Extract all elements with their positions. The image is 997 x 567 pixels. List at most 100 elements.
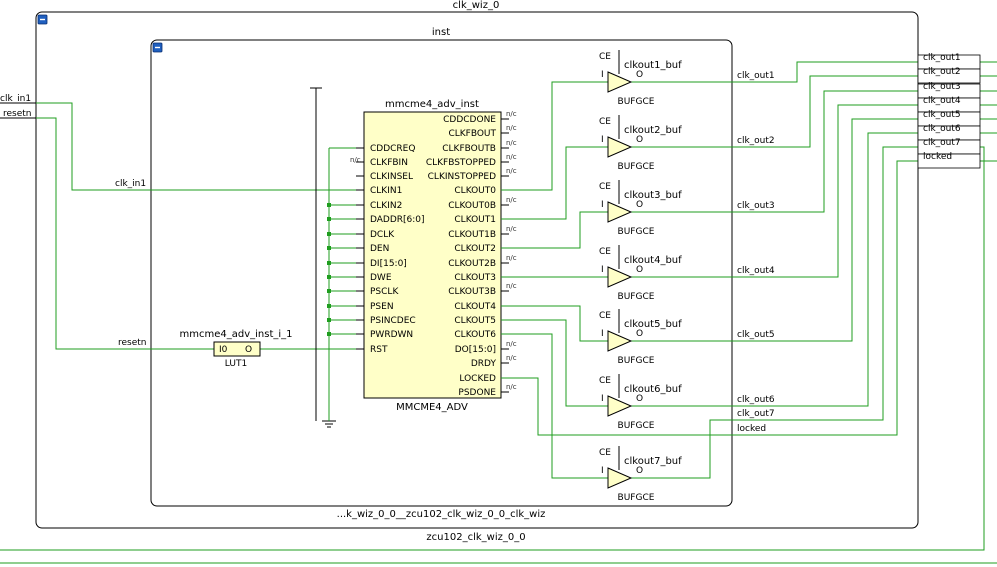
lut1-pin-in: I0: [219, 345, 228, 355]
wire-clkout6[interactable]: [501, 333, 608, 479]
mmcm-left-pin-label: PSEN: [370, 302, 394, 312]
mmcm-left-pin-label: DCLK: [370, 230, 395, 240]
wire-clk-out6[interactable]: [631, 132, 918, 407]
tie-dot: [327, 246, 331, 250]
mmcm-nc-label: n/c: [506, 196, 517, 204]
bufgce-pin-o: O: [636, 394, 643, 404]
wire-clk-out2[interactable]: [631, 75, 918, 148]
mmcm-left-pin-label: PSINCDEC: [370, 316, 416, 326]
output-port-label: clk_out1: [923, 53, 961, 63]
outer-block-frame[interactable]: [35, 11, 919, 529]
mmcm-nc-label: n/c: [506, 354, 517, 362]
mmcm-nc-label: n/c: [506, 225, 517, 233]
bufgce-type: BUFGCE: [618, 292, 655, 302]
port-resetn-label: resetn: [3, 109, 32, 119]
tie-dot: [327, 289, 331, 293]
wire-clk-in1[interactable]: [36, 102, 364, 191]
bufgce-pin-ce: CE: [599, 311, 611, 321]
mmcm-left-pin-label: DWE: [370, 273, 392, 283]
wire-clk-out5[interactable]: [631, 118, 918, 342]
wire-clkout2[interactable]: [501, 211, 608, 249]
bufgce-type: BUFGCE: [618, 162, 655, 172]
bufgce-pin-i: I: [601, 200, 604, 210]
outer-collapse-button[interactable]: [37, 14, 48, 25]
mmcm-nc-label: n/c: [506, 340, 517, 348]
outer-block-caption: zcu102_clk_wiz_0_0: [426, 532, 525, 543]
wire-clk-out4[interactable]: [631, 104, 918, 278]
output-port-label: locked: [923, 152, 952, 162]
inner-collapse-button[interactable]: [152, 42, 163, 53]
bufgce-pin-i: I: [601, 135, 604, 145]
wire-clkout4[interactable]: [501, 305, 608, 342]
tie-dot: [327, 261, 331, 265]
output-port-box[interactable]: [917, 153, 981, 169]
bufgce-instance-name: clkout1_buf: [624, 60, 682, 71]
bufgce-cell[interactable]: [607, 374, 633, 417]
wire-resetn[interactable]: [36, 117, 214, 350]
output-port-label: clk_out2: [923, 67, 961, 77]
mmcm-nc-label: n/c: [506, 124, 517, 132]
mmcm-right-pin-label: CLKOUT2: [454, 244, 496, 254]
wire-clkout1[interactable]: [501, 146, 608, 220]
bufgce-cell[interactable]: [607, 115, 633, 158]
mmcm-nc-label: n/c: [506, 139, 517, 147]
wire-clk-out3[interactable]: [631, 90, 918, 213]
wire-locked[interactable]: [501, 160, 918, 436]
net-label: locked: [737, 424, 766, 434]
mmcm-nc-label: n/c: [506, 254, 517, 262]
bufgce-pin-o: O: [636, 466, 643, 476]
mmcm-right-pin-label: CLKFBOUT: [448, 129, 496, 139]
mmcm-nc-label: n/c: [506, 383, 517, 391]
mmcm-left-pin-label: CLKIN1: [370, 186, 402, 196]
bufgce-cell[interactable]: [607, 446, 633, 489]
bufgce-pin-ce: CE: [599, 247, 611, 257]
bufgce-instance-name: clkout4_buf: [624, 255, 682, 266]
mmcm-cell[interactable]: [363, 111, 502, 399]
bufgce-pin-o: O: [636, 70, 643, 80]
mmcm-right-pin-label: PSDONE: [458, 388, 496, 398]
mmcm-instance-name: mmcme4_adv_inst: [385, 99, 479, 110]
ground-symbol: [322, 420, 336, 428]
bufgce-pin-i: I: [601, 329, 604, 339]
mmcm-left-pin-label: DEN: [370, 244, 389, 254]
net-label: clk_out4: [737, 266, 775, 276]
output-port-label: clk_out6: [923, 124, 961, 134]
output-port-box[interactable]: [917, 68, 981, 84]
mmcm-left-pin-label: CLKIN2: [370, 201, 402, 211]
wire-clkout0[interactable]: [501, 81, 608, 191]
lut1-pin-out: O: [245, 345, 252, 355]
bufgce-pin-o: O: [636, 329, 643, 339]
bufgce-pin-i: I: [601, 70, 604, 80]
mmcm-right-pin-label: CLKOUT1: [454, 215, 496, 225]
inner-block-frame[interactable]: [150, 39, 733, 507]
mmcm-type: MMCME4_ADV: [396, 402, 468, 413]
tie-dot: [327, 275, 331, 279]
wire-clk-out1[interactable]: [631, 61, 918, 83]
mmcm-right-pin-label: DO[15:0]: [455, 345, 496, 355]
mmcm-right-pin-label: CLKINSTOPPED: [428, 172, 496, 182]
mmcm-right-pin-label: DRDY: [471, 359, 497, 369]
mmcm-right-pin-label: CLKOUT1B: [448, 230, 496, 240]
net-label: clk_out1: [737, 71, 775, 81]
net-label: clk_out2: [737, 136, 775, 146]
bufgce-cell[interactable]: [607, 50, 633, 93]
bufgce-cell[interactable]: [607, 245, 633, 288]
bufgce-cell[interactable]: [607, 309, 633, 352]
tie-dot: [327, 203, 331, 207]
lut1-instance-name: mmcme4_adv_inst_i_1: [179, 329, 292, 340]
wire-clk-out7[interactable]: [631, 146, 918, 479]
output-port-label: clk_out4: [923, 96, 961, 106]
mmcm-right-pin-label: CLKOUT3B: [448, 287, 496, 297]
tie-dot: [327, 318, 331, 322]
bufgce-cell[interactable]: [607, 180, 633, 223]
inner-block-caption: ...k_wiz_0_0__zcu102_clk_wiz_0_0_clk_wiz: [337, 509, 546, 520]
mmcm-left-pin-label: PSCLK: [370, 287, 399, 297]
mmcm-nc-label: n/c: [506, 167, 517, 175]
bufgce-instance-name: clkout3_buf: [624, 190, 682, 201]
net-label: clk_out7: [737, 409, 775, 419]
inner-block-title: inst: [432, 27, 450, 38]
tie-dot: [327, 332, 331, 336]
wire-clkout5[interactable]: [501, 319, 608, 407]
mmcm-right-pin-label: CDDCDONE: [443, 115, 496, 125]
lut1-cell[interactable]: [213, 341, 261, 357]
